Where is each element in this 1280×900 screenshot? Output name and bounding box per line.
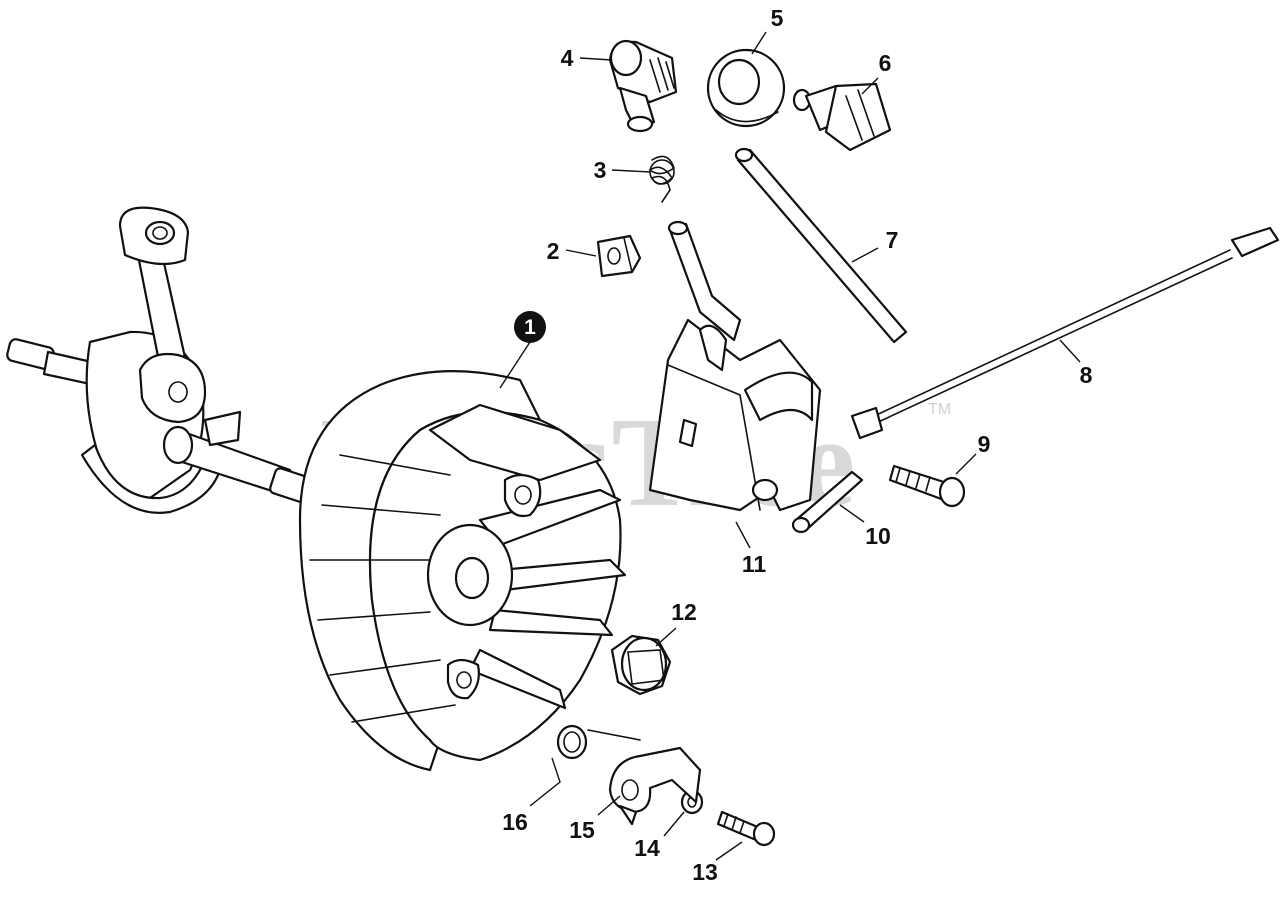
callout-15-label: 15 bbox=[569, 817, 595, 843]
spark-plug-boot-part-4 bbox=[608, 39, 678, 133]
tube-part-7 bbox=[734, 147, 908, 344]
callout-1: 1 bbox=[514, 311, 546, 343]
callout-13-label: 13 bbox=[692, 859, 718, 885]
nut-part-12 bbox=[610, 634, 672, 696]
pin-part-10 bbox=[791, 470, 864, 534]
watermark-trademark: TM bbox=[928, 401, 951, 418]
flywheel bbox=[298, 370, 627, 772]
callout-7-label: 7 bbox=[886, 227, 899, 253]
callout-1-label: 1 bbox=[524, 316, 536, 339]
callout-8-label: 8 bbox=[1080, 362, 1093, 388]
spring-part-3 bbox=[648, 155, 675, 203]
ignition-coil-part-11 bbox=[648, 220, 822, 512]
seal-part-5 bbox=[706, 48, 786, 128]
callout-10-label: 10 bbox=[865, 523, 891, 549]
callout-2-label: 2 bbox=[547, 238, 560, 264]
screw-part-9 bbox=[888, 464, 966, 508]
crankshaft-assembly bbox=[6, 206, 311, 514]
callout-12-label: 12 bbox=[671, 599, 697, 625]
screw-part-13 bbox=[716, 810, 776, 847]
callout-9-label: 9 bbox=[978, 431, 991, 457]
callout-14-label: 14 bbox=[634, 835, 660, 861]
callout-3-label: 3 bbox=[594, 157, 607, 183]
callout-6-label: 6 bbox=[879, 50, 892, 76]
callout-11-label: 11 bbox=[742, 551, 767, 577]
callout-16-label: 16 bbox=[502, 809, 528, 835]
grommet-part-2 bbox=[596, 234, 642, 278]
callout-5-label: 5 bbox=[771, 5, 784, 31]
leader-lines bbox=[499, 31, 1081, 861]
bracket-part-15 bbox=[608, 746, 702, 826]
callout-4-label: 4 bbox=[561, 45, 574, 71]
callout-1-badge bbox=[514, 311, 546, 343]
ring-part-16 bbox=[556, 724, 641, 760]
wire-part-8 bbox=[850, 226, 1280, 440]
spark-plug-part-6 bbox=[792, 82, 892, 152]
